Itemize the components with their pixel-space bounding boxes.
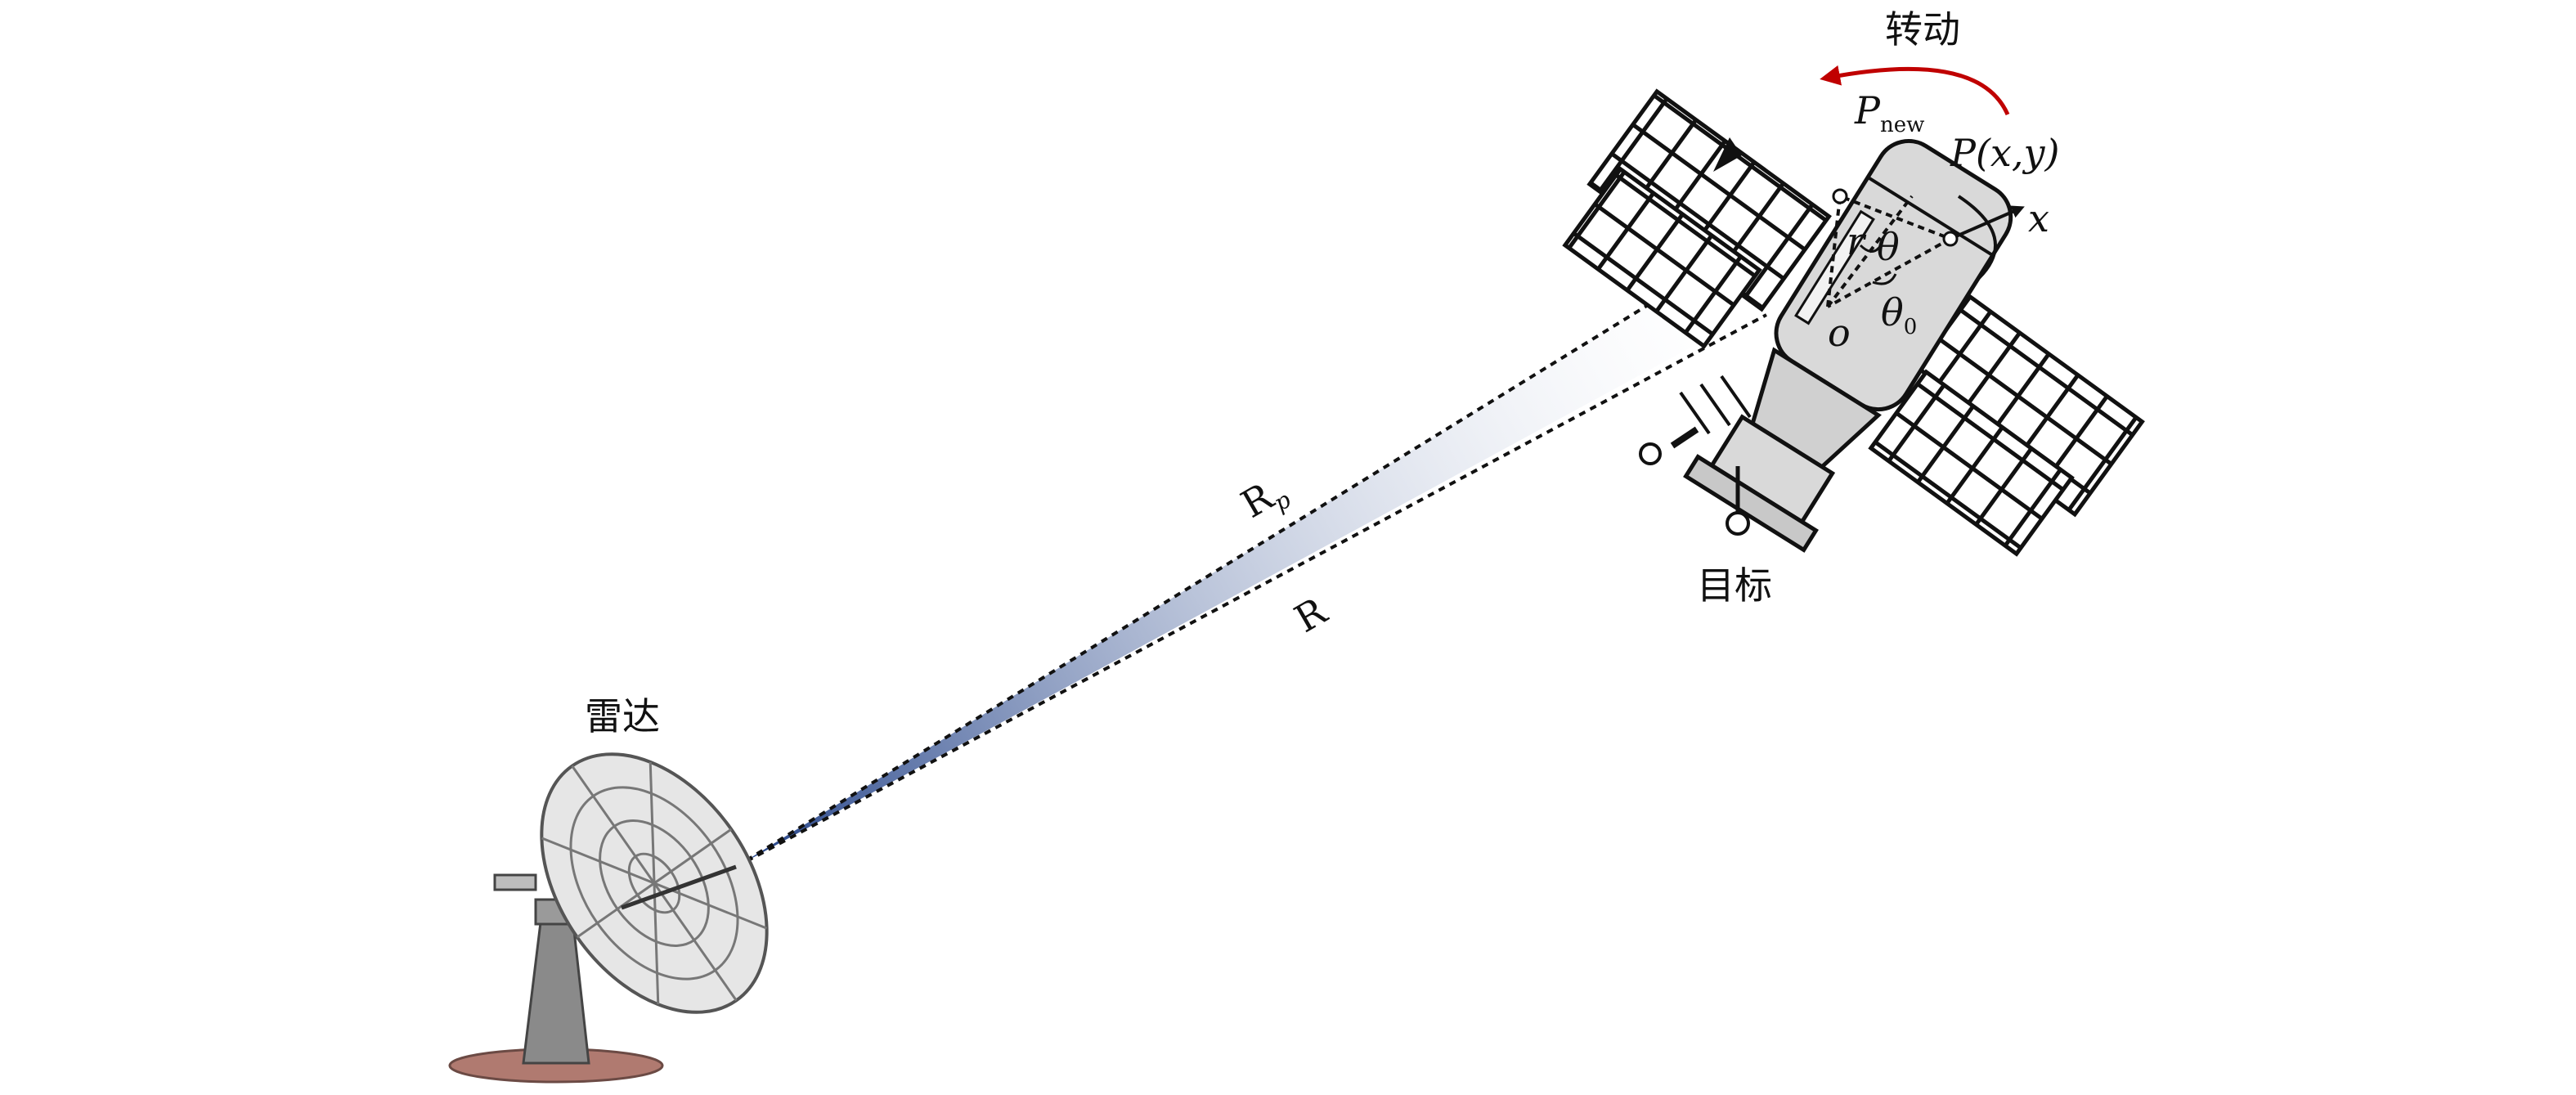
- point-p-label: P(x,y): [1950, 131, 2060, 175]
- solar-panel-upper-back: [1562, 166, 1762, 349]
- satellite-body: [1683, 139, 2013, 553]
- geometry-construction: [1713, 137, 2025, 308]
- solar-panel-lower-back: [1868, 369, 2075, 557]
- target-label: 目标: [1697, 563, 1772, 608]
- satellite-icon: [1562, 65, 2145, 557]
- p-new-label: Pnew: [1855, 88, 1924, 137]
- theta-label: θ: [1877, 225, 1900, 269]
- range-line-rp: [734, 301, 1654, 868]
- radar-label: 雷达: [585, 694, 660, 738]
- rotation-arrow: [1820, 65, 2010, 116]
- range-line-r: [735, 313, 1767, 868]
- theta0-label: θ0: [1881, 290, 1917, 339]
- p-new-main: P: [1855, 88, 1880, 132]
- point-p-new: [1832, 188, 1848, 204]
- x-axis-label: x: [2028, 196, 2049, 240]
- theta0-main: θ: [1881, 290, 1904, 334]
- x-axis-arrow: [1950, 205, 2025, 240]
- radar-beam: [734, 301, 1767, 868]
- p-new-sub: new: [1879, 113, 1925, 137]
- r-label: r: [1847, 219, 1865, 263]
- rotation-label: 转动: [1885, 7, 1960, 52]
- theta0-sub: 0: [1903, 315, 1918, 339]
- point-p: [1942, 231, 1959, 247]
- origin-label: o: [1828, 311, 1851, 355]
- radar-dish-icon: [448, 752, 769, 1084]
